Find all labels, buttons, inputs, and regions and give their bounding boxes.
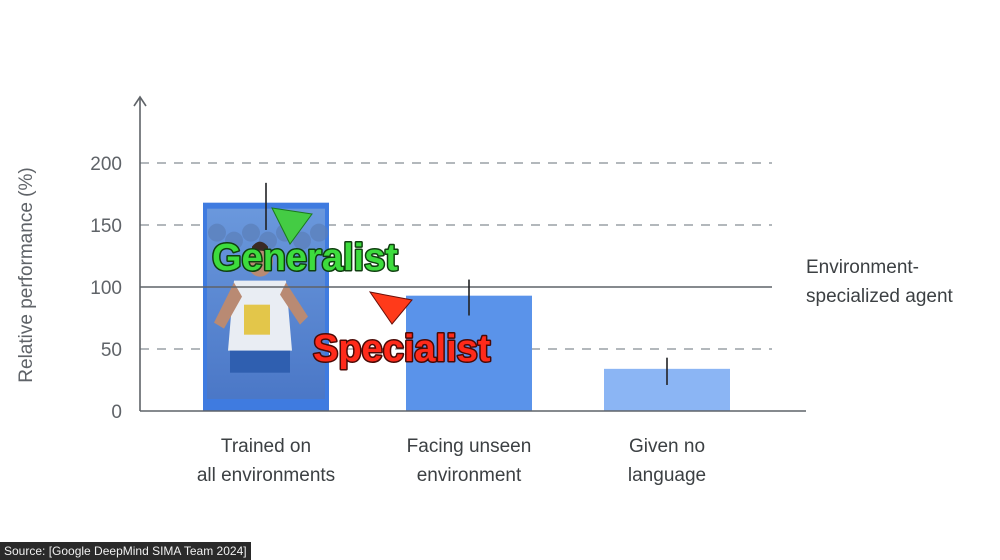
y-axis-title: Relative performance (%) [16, 167, 37, 382]
y-tick-label: 100 [90, 278, 122, 299]
y-tick-label: 0 [111, 402, 122, 423]
source-caption: Source: [Google DeepMind SIMA Team 2024] [0, 542, 251, 560]
generalist-label: Generalist [212, 237, 398, 279]
category-label: Trained on [221, 436, 311, 457]
category-label: all environments [197, 465, 335, 486]
category-label: language [628, 465, 706, 486]
category-label: Facing unseen [407, 436, 532, 457]
y-axis-arrow-icon [133, 95, 147, 107]
y-tick-label: 150 [90, 216, 122, 237]
category-label: Given no [629, 436, 705, 457]
specialist-pointer-icon [368, 291, 413, 325]
y-tick-label: 200 [90, 154, 122, 175]
y-tick-label: 50 [101, 340, 122, 361]
specialist-label: Specialist [313, 328, 491, 370]
reference-line-label: Environment- [806, 257, 919, 278]
category-label: environment [417, 465, 522, 486]
runner-photo-icon [207, 208, 328, 399]
generalist-pointer-icon [271, 207, 313, 245]
reference-line-label: specialized agent [806, 286, 954, 307]
